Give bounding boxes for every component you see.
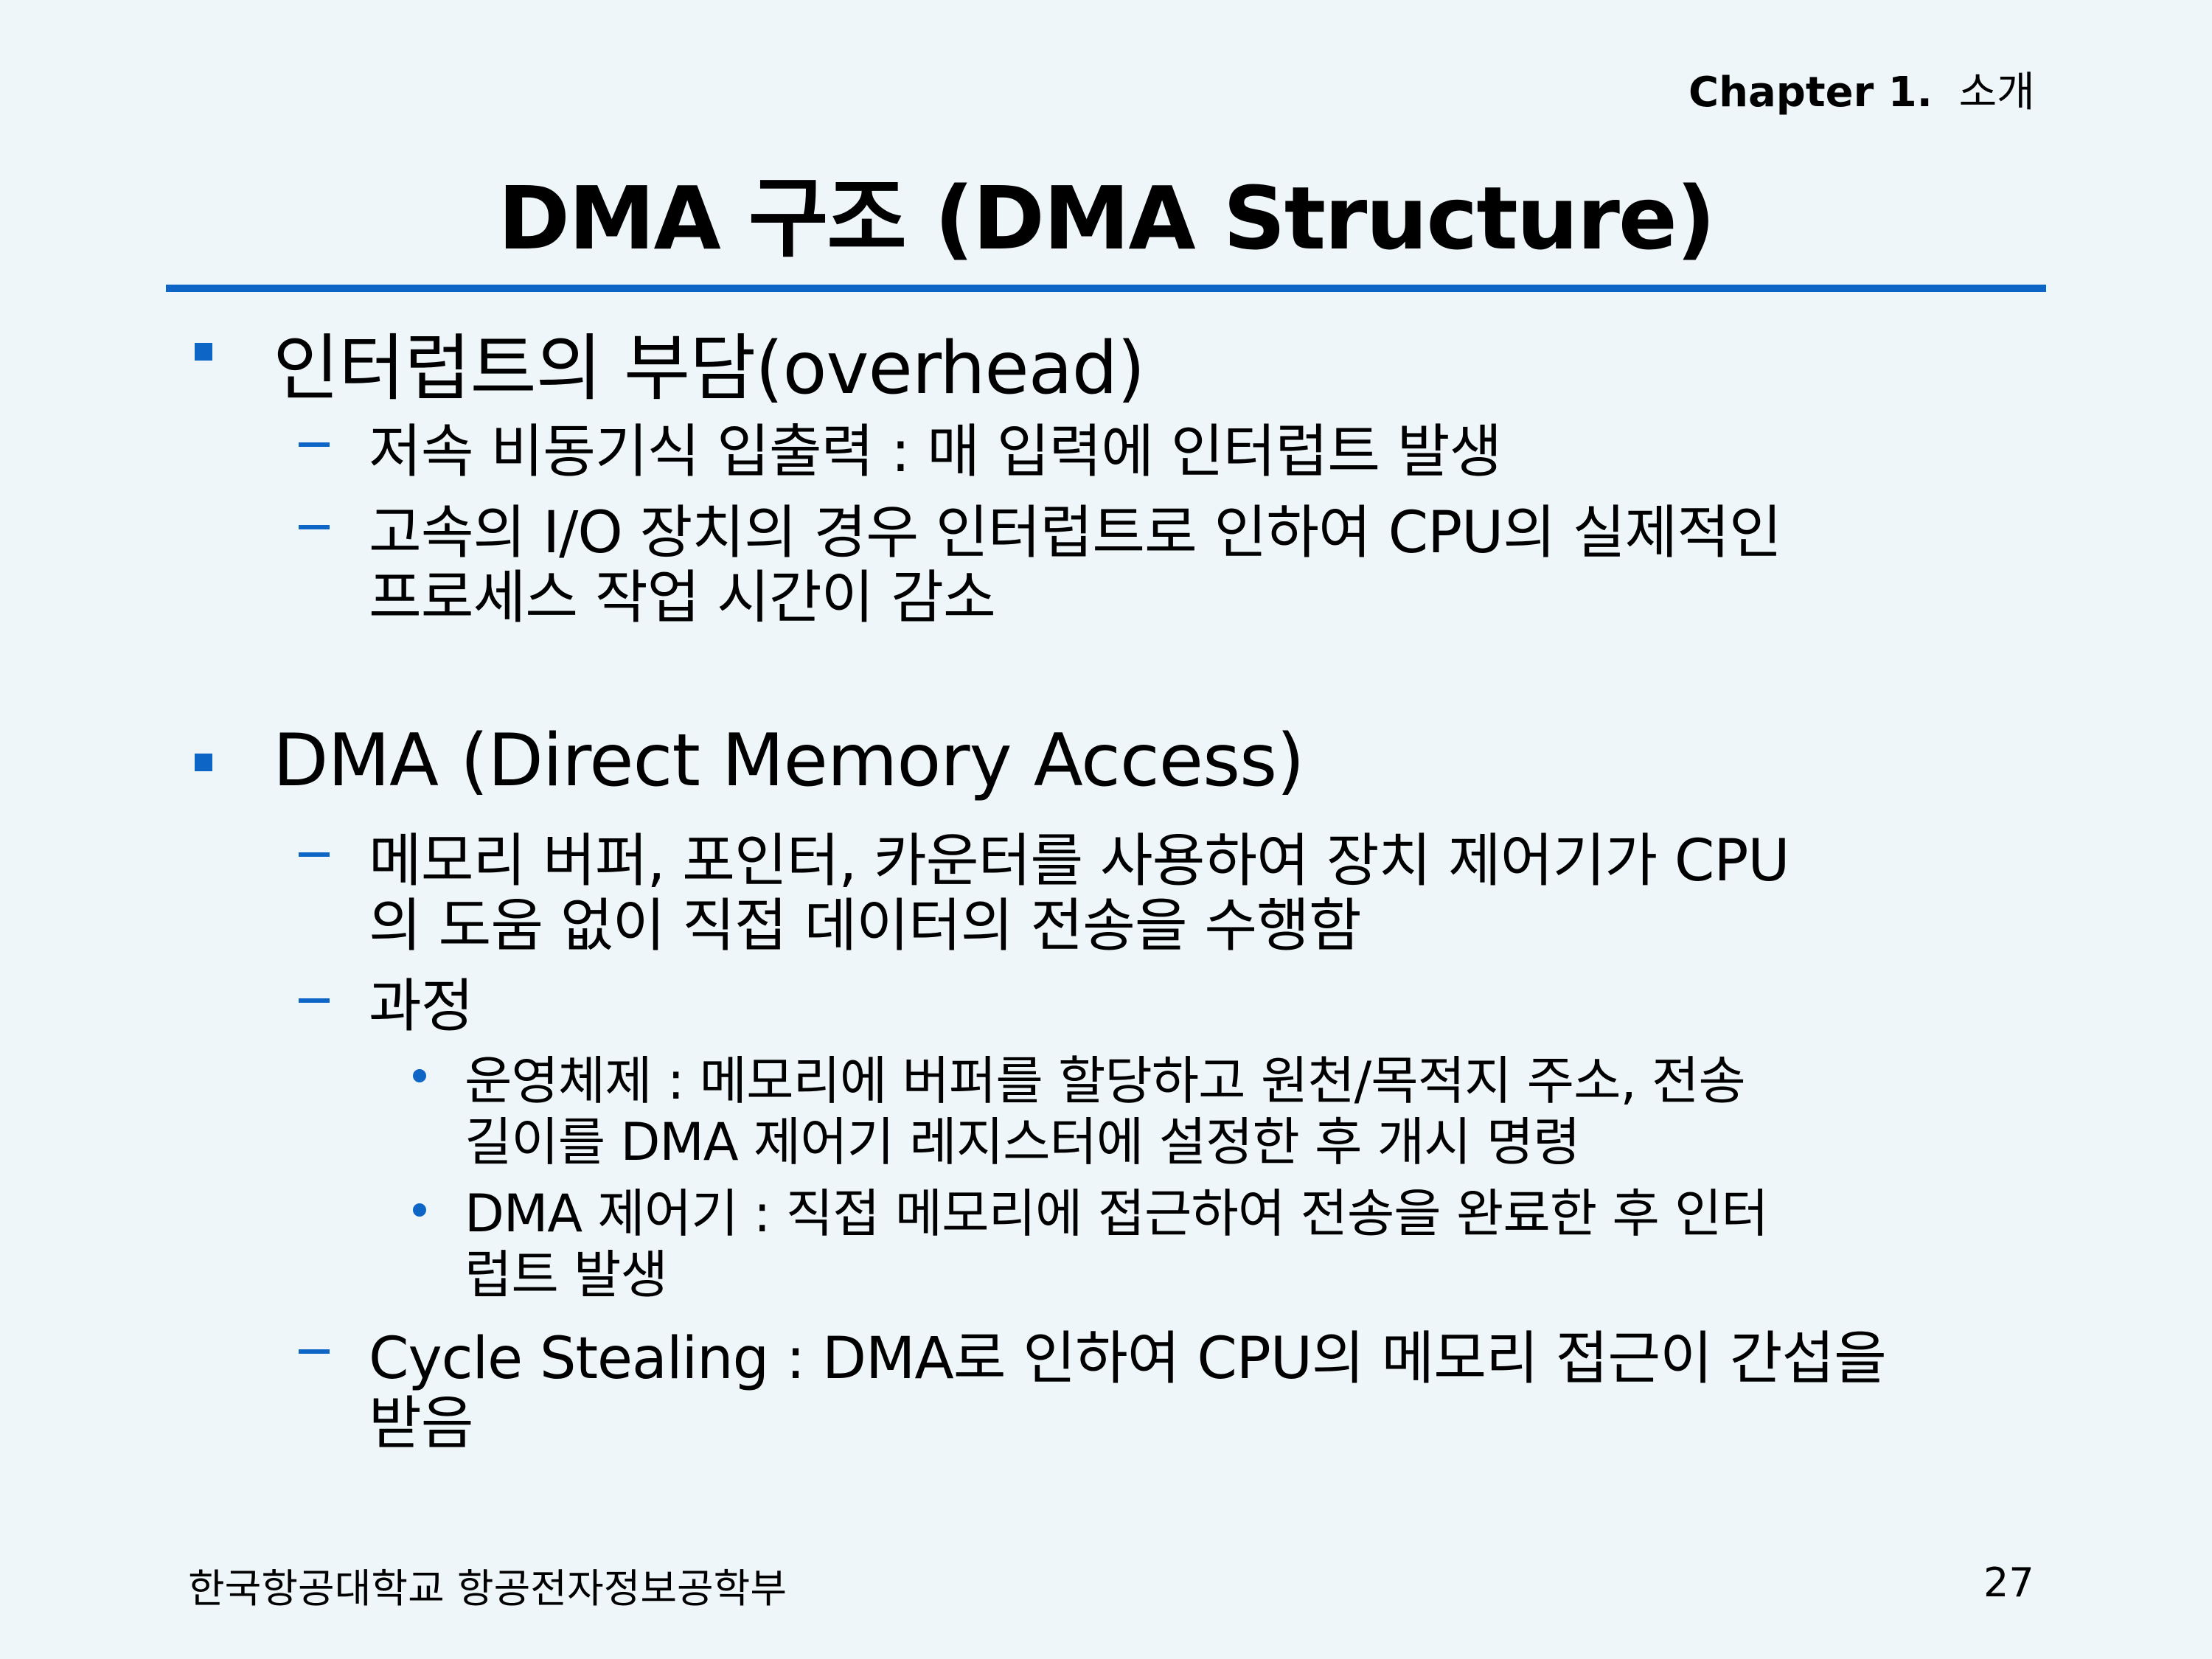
sub-item-line: 길이를 DMA 제어기 레지스터에 설정한 후 개시 명령 <box>465 1112 1581 1172</box>
list-item-line: 프로세스 작업 시간이 감소 <box>369 565 996 631</box>
list-item-line: 의 도움 없이 직접 데이터의 전송을 수행함 <box>369 893 1362 959</box>
dash-icon <box>299 852 330 857</box>
list-item-line: 받음 <box>369 1391 474 1457</box>
bullet-dot-icon <box>413 1069 426 1082</box>
dash-icon <box>299 998 330 1003</box>
bullet-square-icon <box>195 343 212 361</box>
page-number: 27 <box>1983 1559 2034 1606</box>
dash-icon <box>299 1349 330 1354</box>
bullet-dot-icon <box>413 1203 426 1217</box>
title-divider <box>166 285 2046 292</box>
list-item-line: 메모리 버퍼, 포인터, 카운터를 사용하여 장치 제어기가 CPU <box>369 828 1790 894</box>
dash-icon <box>299 525 330 529</box>
sub-item-line: DMA 제어기 : 직접 메모리에 접근하여 전송을 완료한 후 인터 <box>465 1183 1769 1244</box>
sub-item-line: 럽트 발생 <box>465 1245 668 1305</box>
slide-title: DMA 구조 (DMA Structure) <box>498 167 1716 269</box>
list-item-line: 과정 <box>369 973 474 1040</box>
section-heading: DMA (Direct Memory Access) <box>273 719 1304 803</box>
bullet-square-icon <box>195 754 212 771</box>
list-item-line: Cycle Stealing : DMA로 인하여 CPU의 메모리 접근이 간… <box>369 1326 1887 1392</box>
list-item-line: 저속 비동기식 입출력 : 매 입력에 인터럽트 발생 <box>369 419 1502 485</box>
chapter-label: Chapter 1. <box>1688 69 1933 116</box>
sub-item-line: 운영체제 : 메모리에 버퍼를 할당하고 원천/목적지 주소, 전송 <box>465 1051 1746 1111</box>
chapter-header: Chapter 1. 소개 <box>1688 59 2035 119</box>
chapter-name: 소개 <box>1958 69 2035 116</box>
section-heading: 인터럽트의 부담(overhead) <box>273 327 1145 411</box>
footer-institution: 한국항공대학교 항공전자정보공학부 <box>188 1565 787 1612</box>
list-item-line: 고속의 I/O 장치의 경우 인터럽트로 인하여 CPU의 실제적인 <box>369 500 1782 566</box>
dash-icon <box>299 442 330 447</box>
